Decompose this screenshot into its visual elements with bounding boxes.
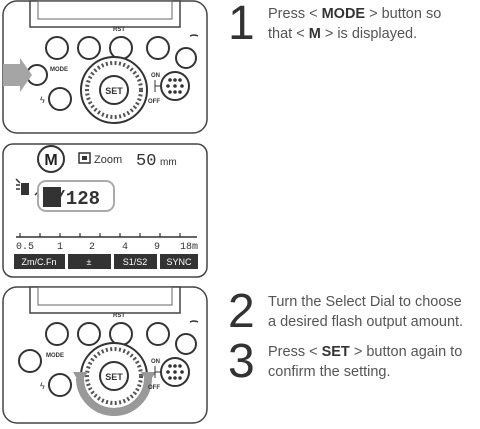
flash-button[interactable] [48,373,72,397]
scale-label: 2 [89,242,95,253]
step-number: 3 [228,335,255,388]
flash-button[interactable] [48,87,72,111]
function-buttons [45,36,197,69]
step-text: Turn the Select Dial to choose a desired… [268,294,464,330]
rst-label: RST [113,27,125,33]
soft-key-zm[interactable] [14,254,65,269]
soft-key-label: SYNC [166,257,192,267]
mode-button[interactable] [18,349,42,373]
mode-value: M [44,152,57,169]
mode-label: MODE [50,67,68,73]
zoom-value: 50 [136,152,156,171]
output-value: 1/128 [43,188,100,210]
on-label: ON [151,73,160,79]
rotate-arrow-icon [76,377,152,416]
lcd-screen-outline [29,286,181,314]
scale-label: 1 [57,242,63,253]
mode-indicator [37,145,65,173]
scale-label: 18m [180,242,198,253]
lcd-screen-outline [29,0,181,28]
flash-head-icon [15,178,29,195]
lightning-icon: ϟ [40,95,45,105]
set-label: SET [105,372,123,382]
lightning-icon: ϟ [40,381,45,391]
scale-label: 0.5 [16,242,34,253]
scale-label: 9 [154,242,160,253]
zoom-label: Zoom [94,154,122,166]
on-label: ON [151,359,160,365]
soft-key-s1s2[interactable] [114,254,157,269]
rst-label: RST [113,313,125,319]
step-text: Press < SET > button again to confirm th… [268,344,463,380]
set-button[interactable] [99,75,129,105]
soft-key-label: S1/S2 [123,257,148,267]
off-label: OFF [148,385,160,391]
flash-back-panel-mode: RST MODE ϟ SET ON OFF [2,0,208,134]
flash-back-panel-dial: RST MODE ϟ SET ON OFF [2,286,208,424]
step-number: 2 [228,285,255,338]
set-button[interactable] [99,361,129,391]
soft-key-sync[interactable] [160,254,198,269]
step-text: Press < MODE > button so that < M > is d… [268,6,442,42]
soft-key-label: ± [87,257,92,267]
function-buttons [45,322,197,355]
set-label: SET [105,86,123,96]
zoom-unit: mm [160,157,177,168]
soft-key-label: Zm/C.Fn [22,257,57,267]
scale-label: 4 [122,242,128,253]
mode-label: MODE [46,353,64,359]
soft-key-plusminus[interactable] [68,254,111,269]
soft-key-bar: Zm/C.Fn ± S1/S2 SYNC [14,254,198,269]
arrow-icon [3,58,32,92]
step-number: 1 [228,0,255,50]
off-label: OFF [148,99,160,105]
lcd-display-panel: M Zoom 50 mm 1/128 0.5 1 2 4 9 18m Zm/C.… [2,143,208,278]
